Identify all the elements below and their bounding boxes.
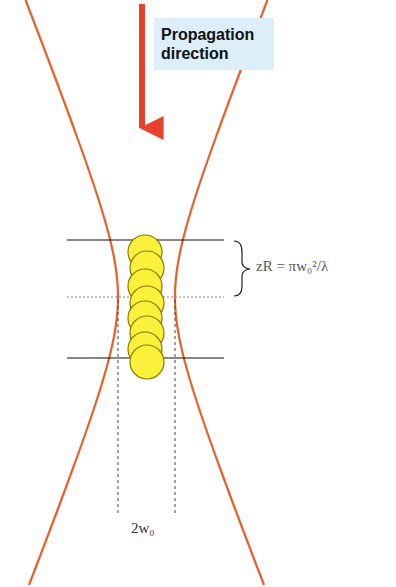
waist-marker: [175, 300, 176, 515]
beam-envelope: [175, 0, 267, 585]
beam-envelope: [26, 0, 268, 585]
atoms: [128, 235, 164, 379]
waist-marker: [118, 300, 119, 515]
beam-envelope: [26, 0, 118, 585]
caption-box: Propagation direction: [154, 18, 274, 70]
rayleigh-formula: zR = πw₀²/λ: [256, 258, 328, 275]
box-text: Propagation direction: [161, 25, 265, 63]
waist-label: 2w₀: [131, 520, 155, 537]
bracket: [234, 241, 250, 296]
propagation-arrow: [139, 4, 145, 128]
